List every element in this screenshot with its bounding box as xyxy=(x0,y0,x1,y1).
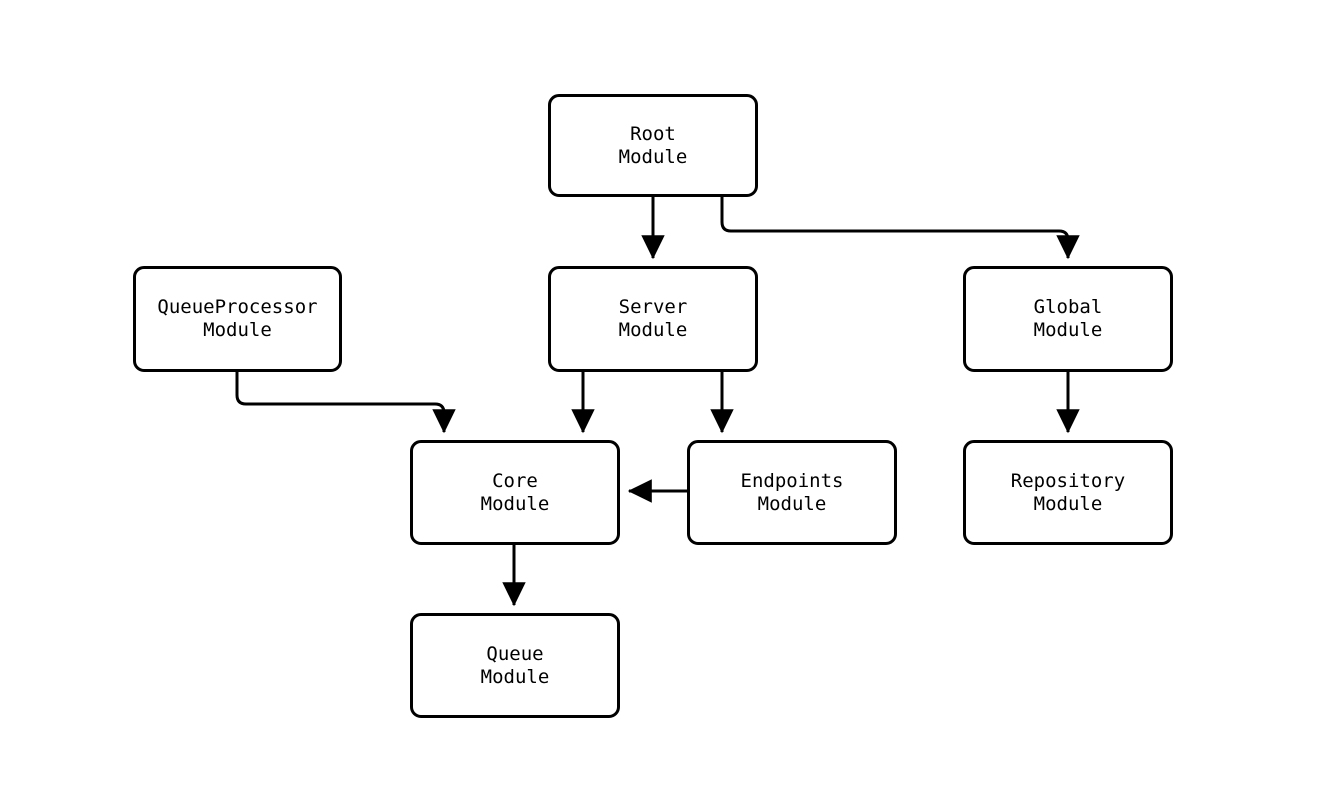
node-global-module-line1: Global xyxy=(1033,296,1103,318)
node-queueprocessor-module[interactable]: QueueProcessor Module xyxy=(133,266,342,372)
node-server-module-line2: Module xyxy=(618,319,688,341)
node-queueprocessor-module-line1: QueueProcessor xyxy=(157,296,318,318)
node-root-module[interactable]: Root Module xyxy=(548,94,758,197)
node-endpoints-module-line1: Endpoints xyxy=(740,469,844,492)
node-global-module[interactable]: Global Module xyxy=(963,266,1173,372)
node-root-module-line2: Module xyxy=(618,145,688,168)
node-queue-module[interactable]: Queue Module xyxy=(410,613,620,718)
node-queue-module-line2: Module xyxy=(480,665,550,688)
node-endpoints-module-line2: Module xyxy=(757,492,827,515)
node-root-module-line1: Root xyxy=(630,122,676,145)
node-core-module-line2: Module xyxy=(480,492,550,515)
node-endpoints-module[interactable]: Endpoints Module xyxy=(687,440,897,545)
node-queueprocessor-module-line2: Module xyxy=(203,319,272,341)
node-server-module[interactable]: Server Module xyxy=(548,266,758,372)
edge-root-to-global xyxy=(720,197,1080,260)
node-repository-module[interactable]: Repository Module xyxy=(963,440,1173,545)
node-server-module-line1: Server xyxy=(618,296,688,318)
node-core-module[interactable]: Core Module xyxy=(410,440,620,545)
node-core-module-line1: Core xyxy=(492,469,538,492)
node-global-module-line2: Module xyxy=(1033,319,1103,341)
node-repository-module-line1: Repository xyxy=(1010,469,1126,492)
edge-queueprocessor-to-core xyxy=(235,372,456,434)
node-repository-module-line2: Module xyxy=(1033,492,1103,515)
node-queue-module-line1: Queue xyxy=(486,642,544,665)
